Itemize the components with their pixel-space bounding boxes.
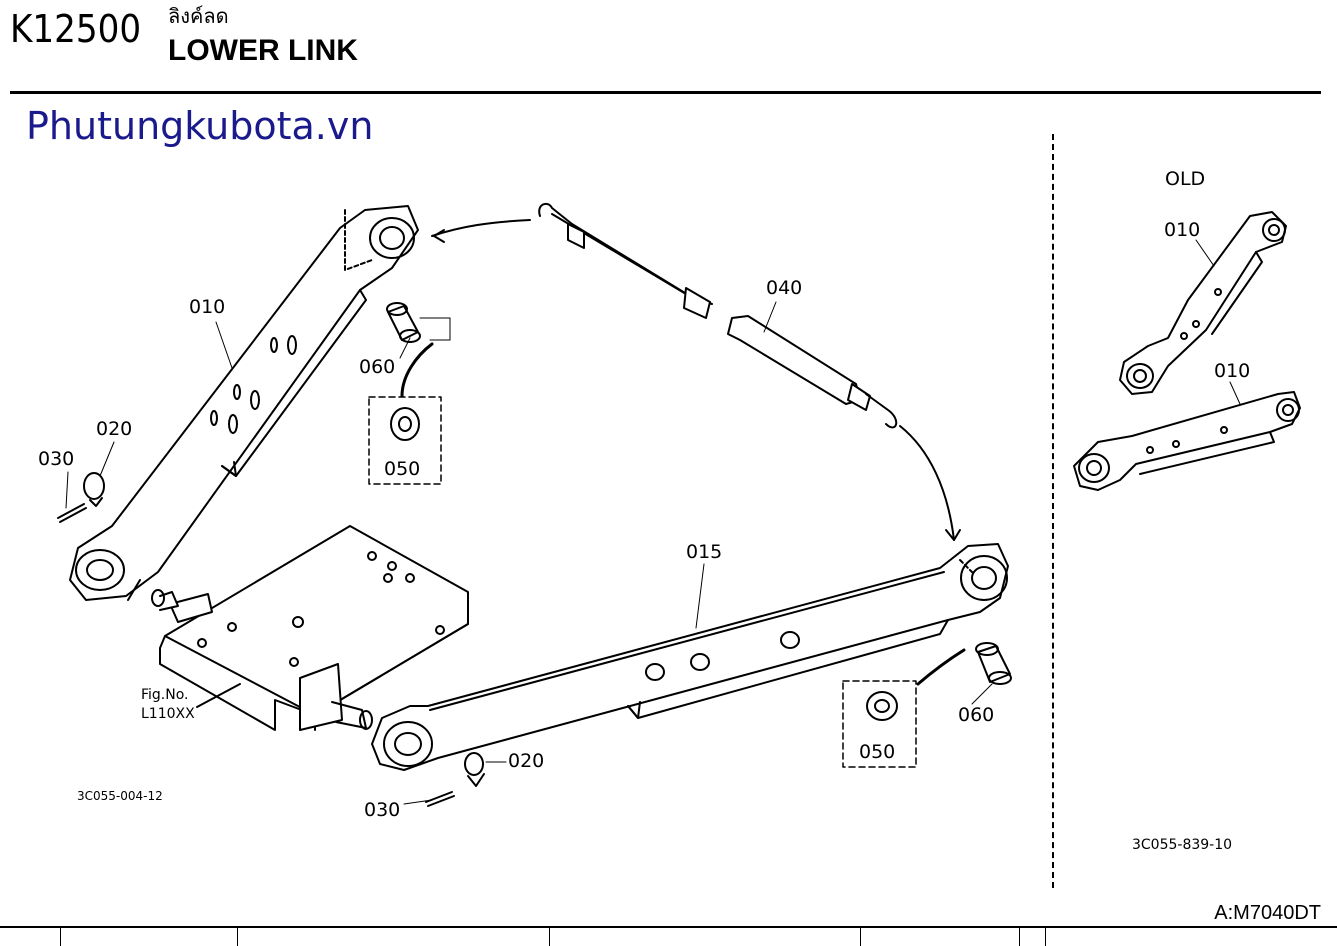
label-030: 030 <box>364 799 401 821</box>
page-code: K12500 <box>10 7 142 51</box>
fig-ref-number: L110XX <box>141 706 195 722</box>
label-050: 050 <box>384 458 421 480</box>
washer-box <box>368 396 442 485</box>
old-figure-code: 3C055-839-10 <box>1132 837 1233 853</box>
old-label-010: 010 <box>1164 219 1201 241</box>
table-divider <box>1045 926 1046 946</box>
label-015: 015 <box>686 541 723 563</box>
lower-link-015[interactable] <box>371 543 1009 771</box>
section-divider <box>1052 134 1054 888</box>
old-link-010-upper[interactable] <box>1119 211 1287 395</box>
label-060: 060 <box>359 356 396 378</box>
watermark: Phutungkubota.vn <box>26 104 374 148</box>
table-divider <box>549 926 550 946</box>
washer-box <box>842 680 917 768</box>
washer-050[interactable] <box>390 407 420 441</box>
old-heading: OLD <box>1165 168 1206 190</box>
lower-link-010[interactable] <box>69 205 419 601</box>
label-020: 020 <box>96 418 133 440</box>
label-010: 010 <box>189 296 226 318</box>
label-050: 050 <box>859 741 896 763</box>
bushing-060[interactable] <box>386 302 451 343</box>
title-thai: ลิงค์ลด <box>168 4 229 28</box>
table-divider <box>60 926 61 946</box>
footer-rule <box>0 926 1337 928</box>
fig-ref-label: Fig.No. <box>141 687 189 703</box>
table-divider <box>1019 926 1020 946</box>
table-divider <box>237 926 238 946</box>
figure-code: 3C055-004-12 <box>77 789 163 803</box>
title-english: LOWER LINK <box>168 34 358 67</box>
lynch-pin-020[interactable] <box>464 752 485 787</box>
old-link-010-lower[interactable] <box>1073 391 1301 491</box>
lynch-pin-020[interactable] <box>83 472 105 507</box>
washer-050[interactable] <box>866 691 898 721</box>
cotter-pin-030[interactable] <box>57 503 87 523</box>
fig-ref-leader <box>196 683 241 708</box>
label-030: 030 <box>38 448 75 470</box>
header-rule <box>10 91 1321 94</box>
sheet-code: A:M7040DT <box>1214 902 1321 924</box>
bushing-060[interactable] <box>975 642 1012 685</box>
check-link-040[interactable] <box>538 202 898 429</box>
label-060: 060 <box>958 704 995 726</box>
old-label-010: 010 <box>1214 360 1251 382</box>
label-020: 020 <box>508 750 545 772</box>
label-040: 040 <box>766 277 803 299</box>
hitch-bracket[interactable] <box>151 525 469 731</box>
assembly-arrow <box>899 425 955 541</box>
cotter-pin-030[interactable] <box>425 791 455 807</box>
table-divider <box>860 926 861 946</box>
assembly-arrow <box>431 219 531 237</box>
